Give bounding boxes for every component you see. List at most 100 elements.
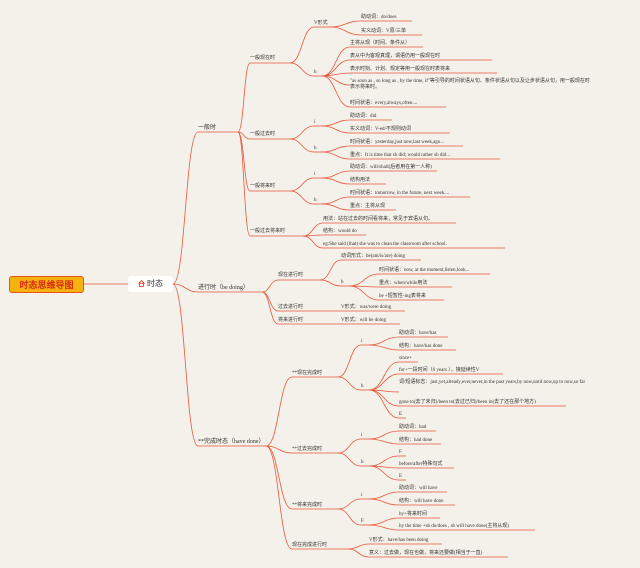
- node-gqwc[interactable]: **过去完成时: [292, 447, 323, 452]
- node-gqjx[interactable]: 过去进行时: [278, 305, 304, 310]
- connector: [265, 376, 293, 447]
- node-xzjx[interactable]: 现在进行时: [278, 273, 304, 278]
- connector: [321, 72, 351, 77]
- connector: [289, 138, 315, 153]
- node-gq-2[interactable]: 重点：It is time that sb did; would rather …: [350, 153, 450, 158]
- node-jlwc-2[interactable]: by the time +sb do/does , sb will have d…: [399, 524, 510, 529]
- main-label: 时态: [147, 279, 163, 288]
- connector: [319, 279, 342, 287]
- node-xzjx-4[interactable]: be +短暂性-ing表将来: [379, 294, 426, 299]
- node-gqwc-b[interactable]: b: [361, 460, 364, 465]
- node-jl-h[interactable]: h: [314, 198, 317, 203]
- node-gqwc-zhu[interactable]: 助动词：had: [399, 425, 427, 430]
- connector: [321, 203, 351, 211]
- connector: [347, 543, 370, 550]
- connector: [368, 491, 400, 500]
- connector: [368, 438, 400, 445]
- connector: [321, 46, 351, 77]
- connector: [289, 177, 315, 192]
- node-yibanjianglai[interactable]: 一般将来时: [250, 184, 276, 189]
- node-gqjl-2[interactable]: 结构：would do: [323, 229, 357, 234]
- node-jl-jg[interactable]: 结构用法: [350, 178, 371, 183]
- node-gqjx-1[interactable]: V形式：was/were doing: [341, 305, 392, 310]
- node-gq-i[interactable]: i: [314, 120, 316, 125]
- node-xz-shi[interactable]: 实义动词：V原/三单: [361, 29, 407, 34]
- connector: [261, 279, 279, 293]
- connector: [321, 75, 351, 108]
- node-jlwc-f[interactable]: F: [361, 519, 364, 524]
- node-xzwc-h[interactable]: h: [361, 384, 364, 389]
- node-xzwcjx-1[interactable]: V形式：have/has been doing: [369, 538, 429, 543]
- node-xzwc[interactable]: **现在完成时: [292, 371, 323, 376]
- node-gq-zhu[interactable]: 助动词：did: [350, 114, 377, 119]
- node-xz-4[interactable]: "as soon as , so long as , by the time, …: [350, 79, 590, 90]
- node-xzwc-1[interactable]: since+: [399, 356, 413, 361]
- node-xz-5[interactable]: 时间状语：every,always,often....: [350, 101, 418, 106]
- home-icon: [138, 277, 145, 287]
- node-gqwc-jg[interactable]: 结构：had done: [399, 438, 433, 443]
- node-gq-1[interactable]: 时间状语：yesterday,just now,last week,ago...: [350, 140, 445, 145]
- connector: [261, 291, 279, 325]
- node-yiban[interactable]: 一般时: [198, 125, 217, 131]
- node-jlwc-1[interactable]: by+将来时间: [399, 512, 427, 517]
- node-gq-h[interactable]: h: [314, 146, 317, 151]
- node-xz-h[interactable]: h: [314, 70, 317, 75]
- connector: [337, 344, 362, 378]
- main-node[interactable]: 时态: [128, 276, 173, 292]
- connector: [289, 190, 315, 205]
- node-gqjl-3[interactable]: eg:She said (that) she was to clean the …: [323, 242, 447, 247]
- node-gqjl-1[interactable]: 用法：站在过去的时间看将来，常见于宾语从句。: [323, 217, 434, 222]
- node-xzwcjx[interactable]: 现在完成进行时: [292, 543, 328, 548]
- node-yibanxianzai[interactable]: 一般现在时: [250, 56, 276, 61]
- node-xz-vxs[interactable]: V形式: [314, 21, 328, 26]
- node-ybgqjl[interactable]: 一般过去将来时: [250, 229, 286, 234]
- node-xz-1[interactable]: 主将从现（时间、条件从）: [350, 41, 411, 46]
- node-jljx-1[interactable]: V形式：will be doing: [341, 318, 386, 323]
- node-yibanguoqu[interactable]: 一般过去时: [250, 132, 276, 137]
- node-gqwc-1[interactable]: before/after特殊句式: [399, 462, 443, 467]
- connector: [321, 170, 351, 179]
- node-xz-2[interactable]: 表从中为客观真理，谓语仍用一般现在时: [350, 54, 441, 59]
- connector: [302, 222, 324, 237]
- connector: [347, 548, 370, 558]
- connector: [368, 517, 400, 526]
- connector: [368, 430, 400, 440]
- node-jinxing[interactable]: 进行时（be doing）: [198, 285, 249, 291]
- node-gqwc-i[interactable]: i: [361, 433, 363, 438]
- node-jlwc[interactable]: **将来完成时: [292, 503, 323, 508]
- node-jlwc-zhu[interactable]: 助动词：will have: [399, 486, 438, 491]
- connector: [368, 361, 400, 391]
- node-xzjx-3[interactable]: 重点：when/while用法: [379, 281, 428, 286]
- connector: [337, 376, 362, 391]
- node-jl-1[interactable]: 时间状语：tomorrow, in the future, next week.…: [350, 191, 450, 196]
- node-wancheng[interactable]: **完成时态（have done）: [198, 439, 265, 445]
- node-jl-i[interactable]: i: [314, 172, 316, 177]
- node-jlwc-i[interactable]: i: [361, 493, 363, 498]
- node-xzwc-zhu[interactable]: 助动词：have/has: [399, 331, 437, 336]
- connector: [321, 196, 351, 205]
- node-gqwc-e[interactable]: E: [399, 474, 403, 479]
- node-jlwc-jg[interactable]: 结构：will have done: [399, 499, 444, 504]
- connector: [337, 508, 362, 526]
- connector: [321, 119, 351, 127]
- node-xzwc-2[interactable]: for+一段时间（6 years ），接延续性V: [399, 368, 480, 373]
- node-xzjx-1[interactable]: 动词形式：be(am/is/are) doing: [341, 254, 406, 259]
- node-xzwcjx-2[interactable]: 意义：过去做，现在也做，将来还要做(相当于一直): [369, 551, 483, 556]
- node-xzwc-i[interactable]: i: [361, 339, 363, 344]
- node-xzwc-4[interactable]: gone to(去了未归)/been to(去过已归)/been in(去了还在…: [399, 400, 536, 405]
- node-xzwc-e[interactable]: E: [399, 412, 403, 417]
- node-xzjx-2[interactable]: 时间状语：now, at the moment,listen,look...: [379, 268, 470, 273]
- node-xz-3[interactable]: 表示时刻、计划、规定等用一般现在时表将来: [350, 67, 451, 72]
- node-gqwc-f[interactable]: F: [399, 450, 402, 455]
- node-xz-zhu[interactable]: 助动词：do/does: [361, 15, 397, 20]
- connector: [368, 344, 400, 351]
- node-xzwc-jg[interactable]: 结构：have/has done: [399, 344, 443, 349]
- node-gq-shi[interactable]: 实义动词：V-ed/不规则动词: [350, 127, 411, 132]
- node-jl-zhu[interactable]: 助动词：will/shall(后者用在第一人称): [350, 165, 432, 170]
- node-xzjx-h[interactable]: h: [341, 280, 344, 285]
- root-node[interactable]: 时态思维导图: [9, 276, 84, 293]
- node-jljx[interactable]: 将来进行时: [278, 318, 304, 323]
- node-jl-2[interactable]: 重点：主将从现: [350, 204, 386, 209]
- node-xzwc-3[interactable]: 词/短语标志：just,yet,already,ever,never,in th…: [399, 380, 586, 385]
